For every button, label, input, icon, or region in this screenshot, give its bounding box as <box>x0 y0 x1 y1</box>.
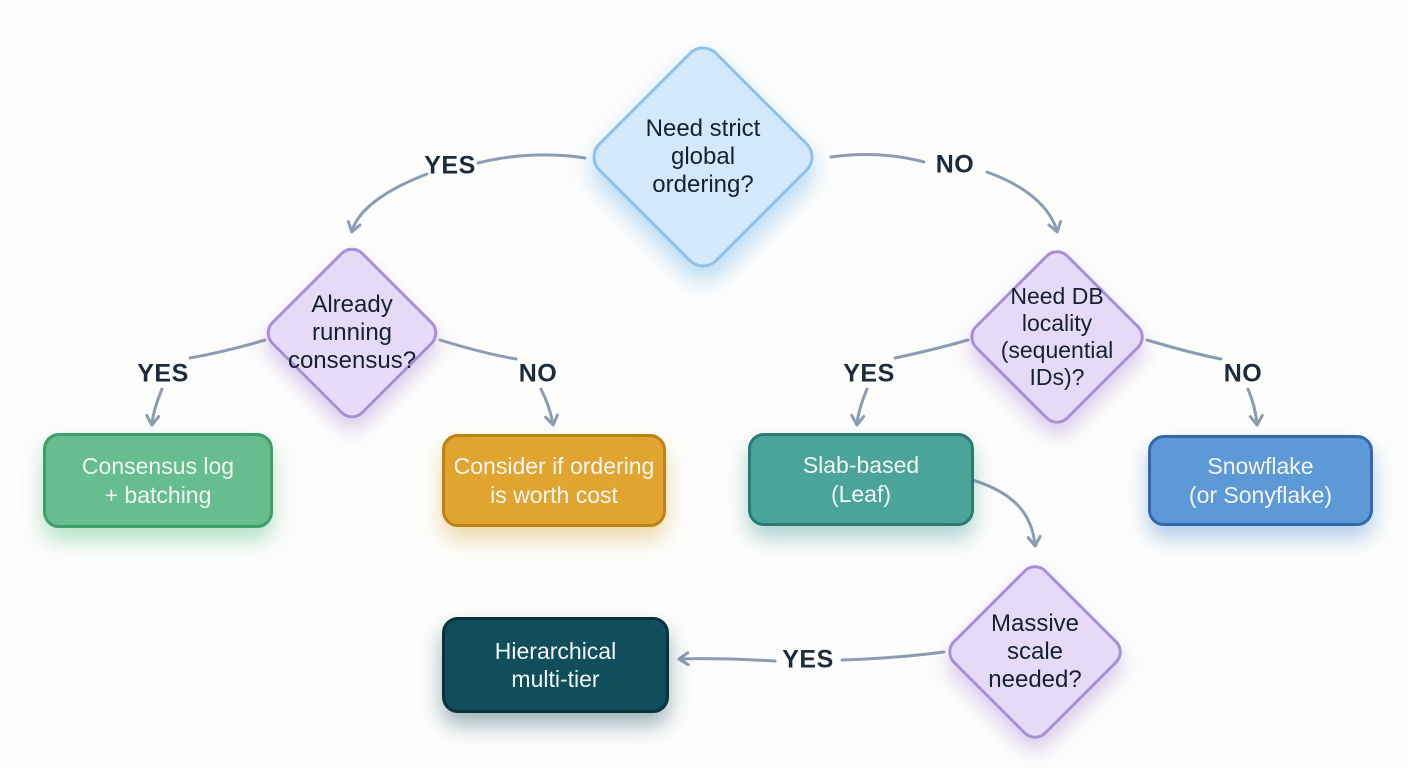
edge-slab-to-massive <box>967 477 1042 548</box>
edge-root-yes-a <box>476 153 587 165</box>
node-need-db-locality: Need DB locality (sequential IDs)? <box>963 243 1151 431</box>
edge-consensus-yes-b <box>145 387 164 427</box>
node-label: Consensus log + batching <box>81 453 235 508</box>
edge-consensus-no-b <box>539 387 559 427</box>
node-already-running-consensus: Already running consensus? <box>260 241 444 425</box>
edge-root-no-b <box>985 170 1063 234</box>
edge-massive-yes-b <box>677 651 777 667</box>
node-label: Massive scale needed? <box>988 609 1082 694</box>
edge-label-no: NO <box>518 359 558 388</box>
edge-label-yes: YES <box>843 359 895 388</box>
node-label: Slab-based (Leaf) <box>802 452 920 507</box>
node-label: Need DB locality (sequential IDs)? <box>1000 283 1114 390</box>
edge-locality-yes-b <box>850 387 869 427</box>
edge-label-no: NO <box>1223 359 1263 388</box>
node-label: Already running consensus? <box>287 290 417 375</box>
edge-locality-no-b <box>1246 387 1264 427</box>
node-snowflake-sonyflake: Snowflake (or Sonyflake) <box>1148 435 1373 526</box>
node-slab-based-leaf: Slab-based (Leaf) <box>748 433 974 526</box>
edge-root-no-a <box>829 153 926 164</box>
node-massive-scale-needed: Massive scale needed? <box>941 558 1129 746</box>
node-label: Snowflake (or Sonyflake) <box>1188 453 1333 508</box>
node-consensus-log-batching: Consensus log + batching <box>43 433 273 528</box>
node-hierarchical-multi-tier: Hierarchical multi-tier <box>442 617 669 713</box>
node-need-strict-global-ordering: Need strict global ordering? <box>584 38 822 276</box>
node-label: Need strict global ordering? <box>645 114 761 199</box>
edge-label-yes: YES <box>424 151 476 180</box>
edge-label-yes: YES <box>782 645 834 674</box>
node-consider-if-ordering-worth-cost: Consider if ordering is worth cost <box>442 434 666 527</box>
edge-label-no: NO <box>935 150 975 179</box>
edge-label-yes: YES <box>137 359 189 388</box>
edge-root-yes-b <box>346 172 429 234</box>
node-label: Consider if ordering is worth cost <box>453 453 655 508</box>
node-label: Hierarchical multi-tier <box>494 637 617 692</box>
